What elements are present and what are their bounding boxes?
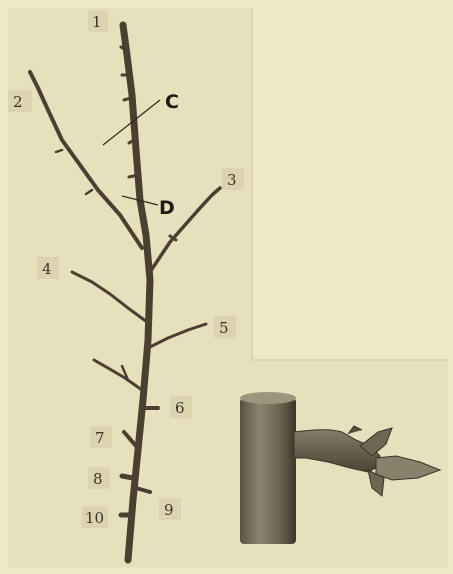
label-10: 10 — [85, 509, 104, 527]
label-2: 2 — [13, 93, 23, 111]
label-7: 7 — [95, 429, 105, 447]
label-1: 1 — [92, 13, 102, 31]
detail-stem — [240, 398, 296, 544]
label-9: 9 — [164, 501, 174, 519]
label-3: 3 — [227, 171, 237, 189]
label-5: 5 — [219, 319, 229, 337]
label-4: 4 — [42, 260, 52, 278]
label-c: C — [165, 91, 179, 113]
label-6: 6 — [175, 399, 185, 417]
label-8: 8 — [93, 470, 103, 488]
spur-8 — [122, 476, 133, 478]
photo-panel-edge — [252, 8, 448, 360]
label-d: D — [159, 197, 175, 219]
